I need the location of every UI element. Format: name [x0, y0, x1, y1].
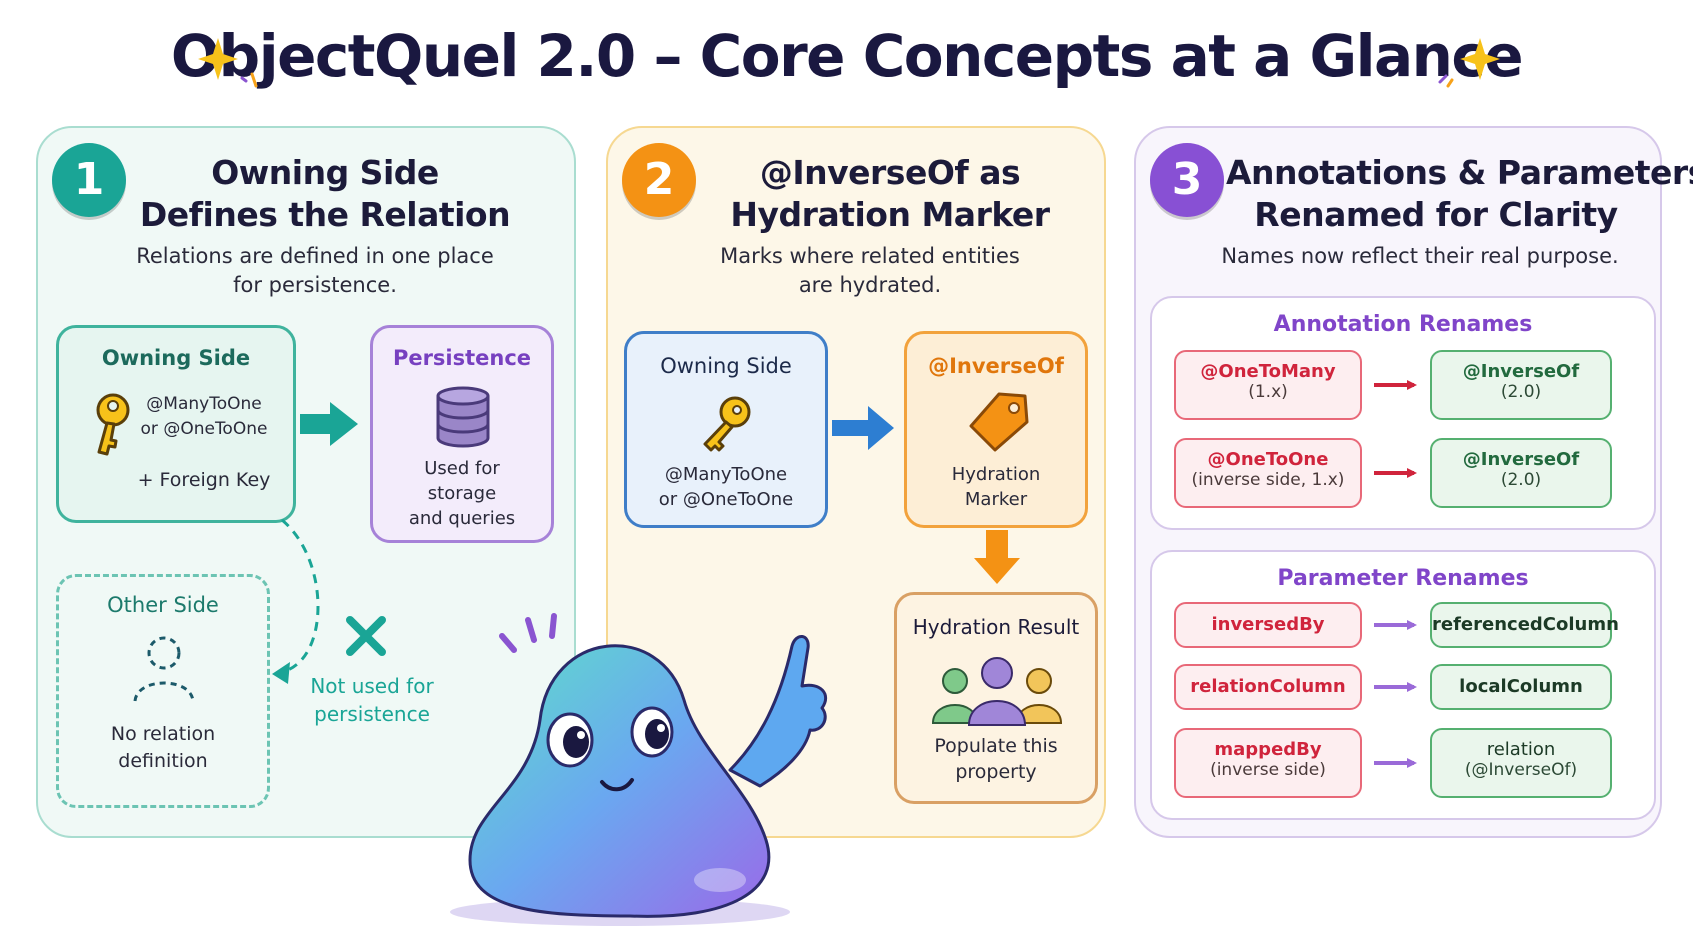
new-annotation-chip: @InverseOf (2.0) [1430, 350, 1612, 420]
persistence-description: Used for storage and queries [408, 458, 516, 529]
tag-icon [969, 392, 1029, 452]
owning-side-title: Owning Side [101, 346, 251, 370]
arrow-to-inverse [832, 406, 894, 450]
new-parameter-chip: referencedColumn [1430, 602, 1619, 648]
users-icon [931, 657, 1063, 726]
persistence-box: Persistence Used for storage and queries [370, 325, 554, 543]
sparkle-right-icon [1438, 38, 1500, 88]
database-icon [436, 386, 490, 448]
owning-side-title-2: Owning Side [660, 354, 792, 378]
inverse-of-description: Hydration Marker [951, 464, 1041, 510]
panel2-heading: @InverseOf as Hydration Marker [730, 153, 1050, 234]
persistence-title: Persistence [392, 346, 532, 370]
panel3-heading: Annotations & Parameters Renamed for Cla… [1226, 153, 1693, 234]
panel1-subtitle: Relations are defined in one place for p… [136, 244, 494, 297]
inverse-of-title: @InverseOf [928, 354, 1064, 378]
key-icon [96, 393, 130, 456]
hydration-result-description: Populate this property [934, 735, 1058, 783]
step-number-2: 2 [622, 143, 696, 217]
panel1-heading: Owning Side Defines the Relation [139, 153, 511, 234]
hydration-result-box: Hydration Result Populate this property [894, 592, 1098, 804]
key-icon [703, 396, 751, 452]
new-parameter-chip: localColumn [1430, 664, 1612, 710]
foreign-key-label: + Foreign Key [137, 469, 271, 491]
new-annotation-chip: @InverseOf (2.0) [1430, 438, 1612, 508]
panel3-subtitle: Names now reflect their real purpose. [1221, 244, 1619, 268]
owning-side-box: Owning Side @ManyToOne or @OneToOne + Fo… [56, 325, 296, 523]
other-side-title: Other Side [107, 593, 219, 617]
old-parameter-chip: relationColumn [1174, 664, 1362, 710]
owning-side-annotations-2: @ManyToOne or @OneToOne [658, 464, 794, 510]
not-used-label: Not used for persistence [310, 674, 434, 726]
hydration-result-title: Hydration Result [912, 615, 1080, 639]
old-annotation-chip: @OneToMany (1.x) [1174, 350, 1362, 420]
arrow-to-persistence [300, 402, 358, 446]
arrow-to-result [974, 530, 1020, 584]
annotation-renames-title: Annotation Renames [1273, 312, 1533, 337]
sparkle-left-icon [198, 38, 258, 88]
owning-side-annotations: @ManyToOne or @OneToOne [140, 394, 268, 439]
old-annotation-chip: @OneToOne (inverse side, 1.x) [1174, 438, 1362, 508]
page-title: ObjectQuel 2.0 – Core Concepts at a Glan… [170, 22, 1524, 90]
dashed-connector [281, 518, 320, 674]
parameter-renames-title: Parameter Renames [1277, 566, 1529, 591]
cross-icon [346, 616, 386, 656]
owning-side-box-2: Owning Side @ManyToOne or @OneToOne [624, 331, 828, 528]
old-parameter-chip: inversedBy [1174, 602, 1362, 648]
new-parameter-chip: relation (@InverseOf) [1430, 728, 1612, 798]
step-number-1: 1 [52, 143, 126, 217]
other-side-box: Other Side No relation definition [56, 574, 270, 808]
person-outline-icon [133, 636, 195, 702]
blob-mascot-pointing-icon [450, 613, 828, 926]
panel2-subtitle: Marks where related entities are hydrate… [720, 244, 1020, 297]
other-side-description: No relation definition [110, 723, 216, 772]
old-parameter-chip: mappedBy (inverse side) [1174, 728, 1362, 798]
step-number-3: 3 [1150, 143, 1224, 217]
inverse-of-box: @InverseOf Hydration Marker [904, 331, 1088, 528]
